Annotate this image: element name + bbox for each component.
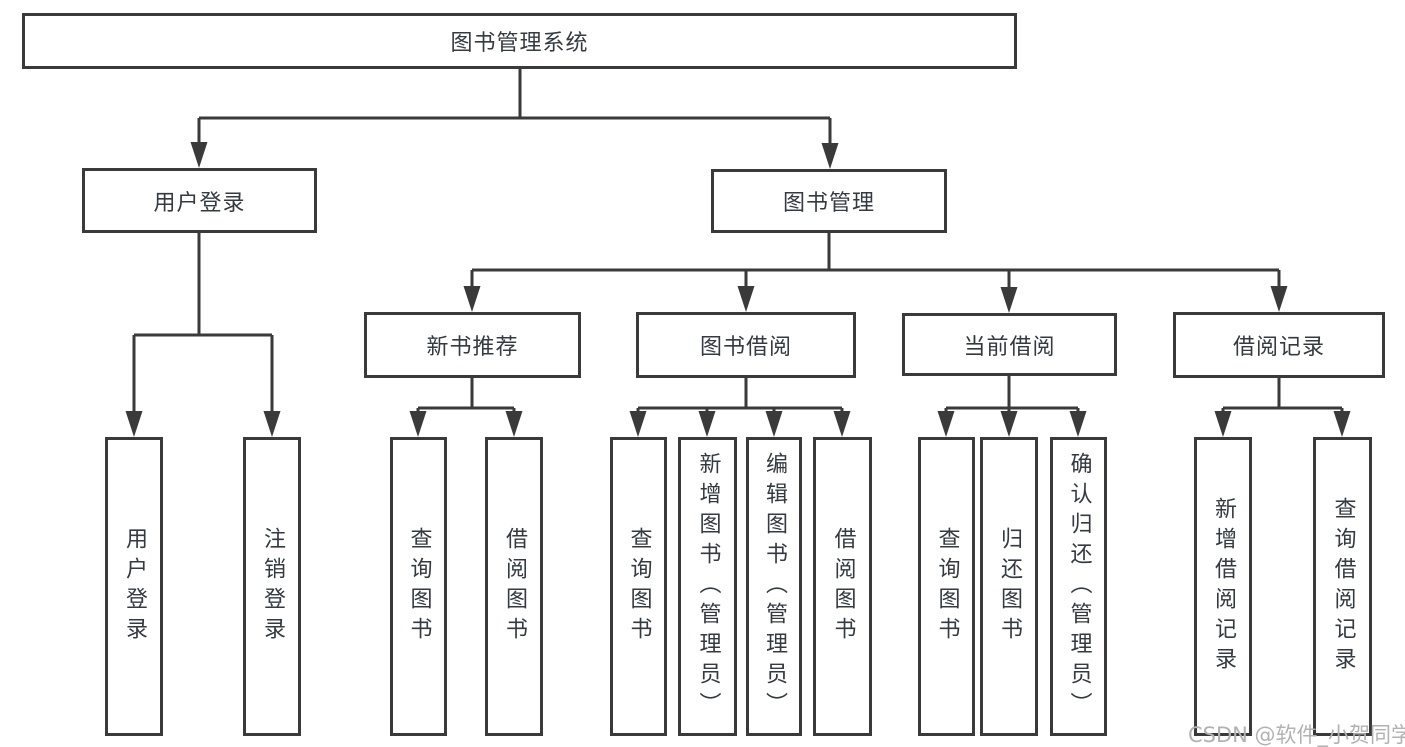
node-label: 借阅图书 [502,526,527,647]
connector-book-mgmt-children [463,233,1288,313]
node-user-login-action: 用户登录 [105,437,163,736]
node-label: 借阅图书 [830,526,856,647]
node-query-books-borrowing: 查询图书 [610,437,667,736]
connector-user-login-children [125,233,281,437]
node-label: 图书管理系统 [450,31,589,56]
node-label: 查询图书 [934,526,960,647]
connector-new-book-children [409,378,523,437]
node-label: 新书推荐 [426,335,519,360]
node-label: 用户登录 [122,526,147,647]
node-label: 查询图书 [406,526,432,647]
node-label: 编辑图书（管理员） [762,451,787,722]
node-borrowing-records: 借阅记录 [1173,312,1385,378]
node-confirm-return-admin: 确认归还（管理员） [1050,437,1107,736]
node-label: 借阅记录 [1232,335,1325,360]
node-label: 查询图书 [626,526,652,647]
node-logout-action: 注销登录 [243,437,301,736]
node-query-borrow-record: 查询借阅记录 [1313,437,1372,736]
node-label: 归还图书 [997,526,1022,647]
node-borrow-books-borrowing: 借阅图书 [813,437,872,736]
node-label: 查询借阅记录 [1330,496,1356,677]
node-current-borrowing: 当前借阅 [902,313,1117,376]
node-query-books-recommendation: 查询图书 [390,437,447,736]
node-label: 确认归还（管理员） [1066,451,1092,722]
connector-current-borrow-children [937,376,1087,437]
node-label: 注销登录 [260,526,285,647]
node-book-management: 图书管理 [711,169,947,233]
connector-borrow-record-children [1214,378,1351,437]
node-label: 新增借阅记录 [1211,496,1236,677]
node-label: 当前借阅 [963,334,1056,360]
connector-book-borrow-children [629,378,851,437]
node-query-books-current: 查询图书 [918,437,975,736]
node-book-borrowing: 图书借阅 [636,312,856,378]
node-add-borrow-record: 新增借阅记录 [1194,437,1252,736]
connector-root-to-level2 [190,69,839,169]
node-library-management-system: 图书管理系统 [22,13,1017,69]
node-return-books: 归还图书 [980,437,1038,736]
node-label: 用户登录 [153,190,246,216]
node-add-books-admin: 新增图书（管理员） [678,437,737,736]
node-borrow-books-recommendation: 借阅图书 [485,437,543,736]
node-label: 图书借阅 [699,335,792,360]
node-label: 新增图书（管理员） [695,451,721,722]
node-new-book-recommendation: 新书推荐 [364,312,581,378]
csdn-watermark: CSDN @软件_小贺同学 [1188,723,1405,747]
node-label: 图书管理 [782,191,875,216]
node-edit-books-admin: 编辑图书（管理员） [746,437,802,736]
node-user-login: 用户登录 [82,168,317,233]
